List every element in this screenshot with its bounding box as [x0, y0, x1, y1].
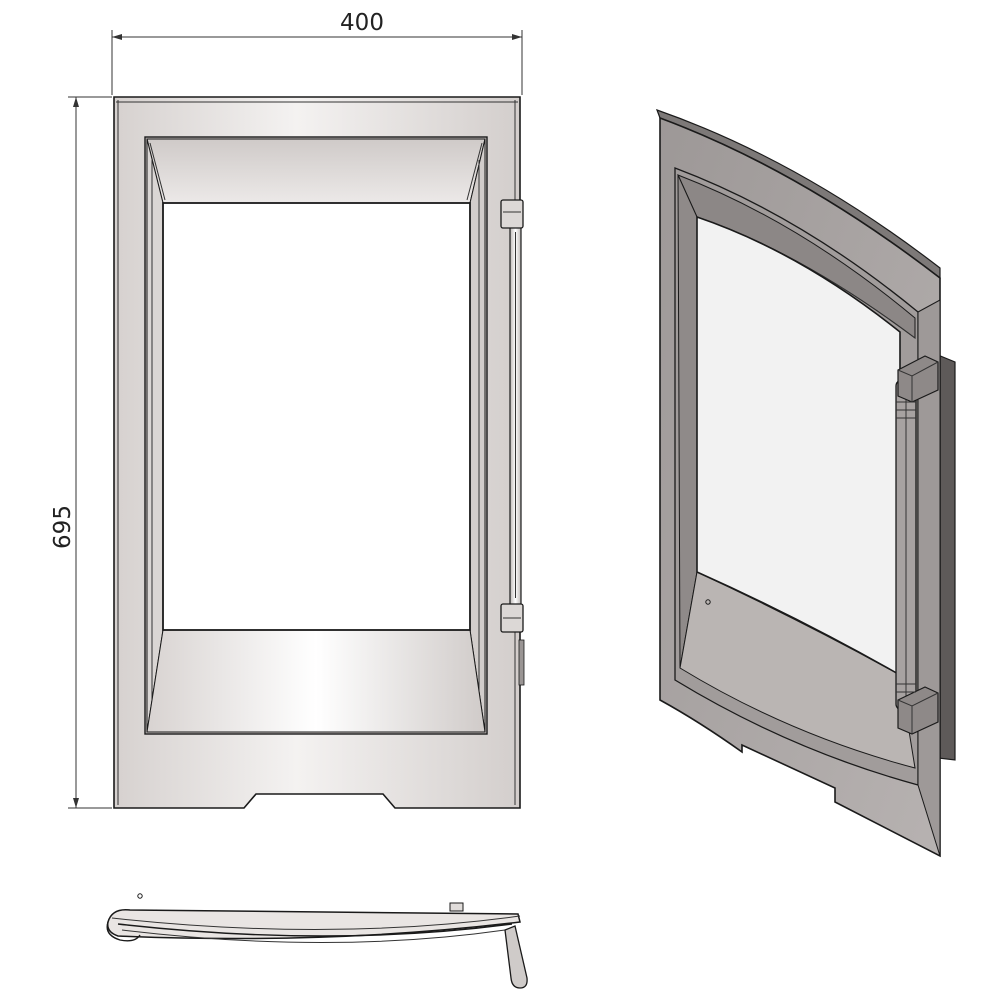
top-view — [106, 893, 528, 989]
height-dimension: 695 — [50, 96, 112, 809]
iso-door-handle — [895, 355, 939, 735]
isometric-view — [655, 109, 956, 858]
height-dimension-label: 695 — [50, 505, 76, 549]
front-view — [113, 96, 525, 809]
width-dimension-label: 400 — [340, 10, 384, 36]
door-handle — [500, 199, 524, 633]
width-dimension: 400 — [111, 10, 523, 95]
top-view-plate — [106, 909, 521, 940]
top-view-handle — [504, 925, 528, 989]
top-bevel — [146, 138, 486, 204]
bottom-bevel — [146, 629, 486, 733]
glass-window — [162, 202, 471, 631]
